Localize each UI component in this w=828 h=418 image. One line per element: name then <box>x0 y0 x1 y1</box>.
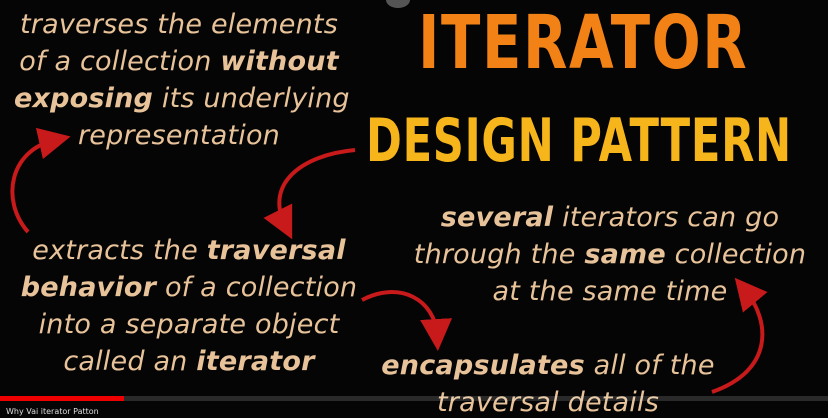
arrow-left-curve <box>10 127 71 234</box>
p1-line3: exposing its underlying <box>14 83 350 114</box>
title-design-pattern: DESIGN PATTERN <box>366 106 792 176</box>
p4-line2: traversal details <box>437 387 659 418</box>
p1-line1: traverses the elements <box>20 9 338 40</box>
video-caption: Why Vai iterator Patton <box>6 407 99 416</box>
p3-line2: through the same collection <box>413 239 807 270</box>
title-iterator: ITERATOR <box>418 0 749 86</box>
paragraph-several: several iterators can go through the sam… <box>410 199 810 310</box>
p4-line1: encapsulates all of the <box>381 350 715 381</box>
paragraph-traverses: traverses the elements of a collection w… <box>14 6 350 154</box>
arrow-bottom-center <box>361 290 453 351</box>
p2-line4: called an iterator <box>63 346 315 377</box>
avatar-shadow <box>386 0 410 8</box>
p2-line2: behavior of a collection <box>20 272 358 303</box>
video-progress-fill <box>0 396 125 401</box>
p1-line4: representation <box>77 120 280 151</box>
arrow-center-curve <box>263 148 356 240</box>
p3-line1: several iterators can go <box>440 202 780 233</box>
p1-line2: of a collection without <box>19 46 339 77</box>
p2-line1: extracts the traversal <box>32 235 346 266</box>
arrow-right-curve <box>711 277 768 394</box>
video-progress-bar[interactable] <box>0 396 828 401</box>
paragraph-extracts: extracts the traversal behavior of a col… <box>14 232 364 380</box>
paragraph-encapsulates: encapsulates all of the traversal detail… <box>378 347 718 418</box>
p2-line3: into a separate object <box>38 309 340 340</box>
p3-line3: at the same time <box>492 276 728 307</box>
